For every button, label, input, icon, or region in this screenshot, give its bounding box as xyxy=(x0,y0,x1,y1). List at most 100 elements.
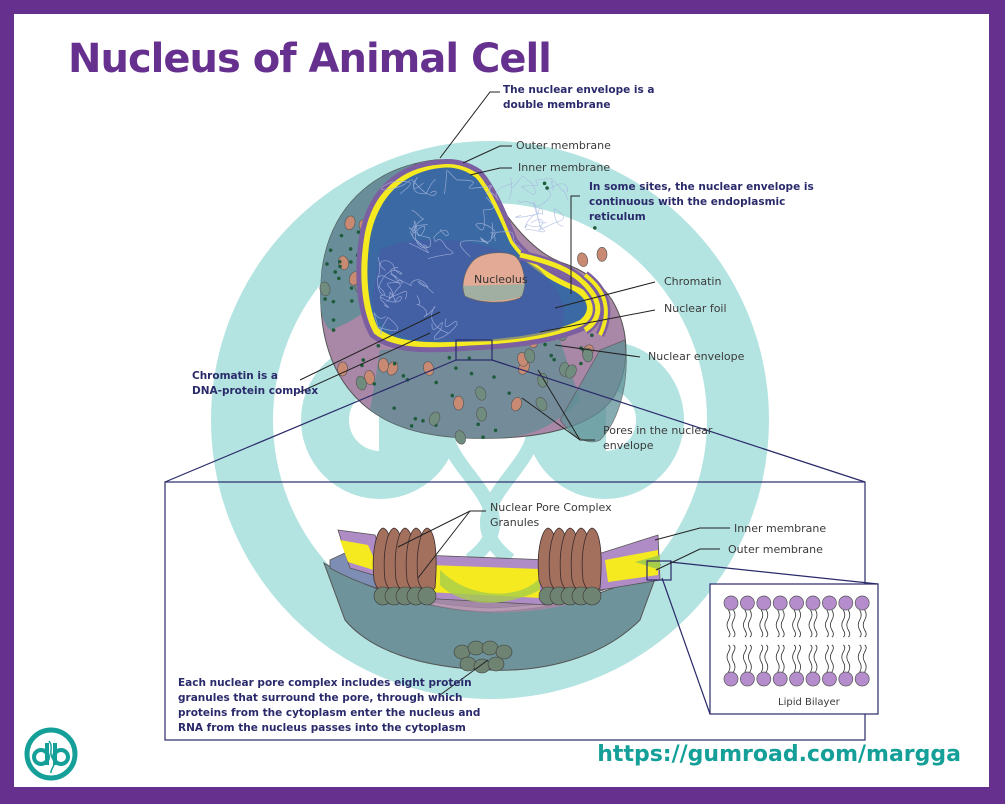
lipid-tail xyxy=(862,609,867,638)
lipid-tail xyxy=(841,609,846,638)
chromatin-thread xyxy=(381,179,424,195)
lipid-tail xyxy=(731,644,736,673)
lipid-tail xyxy=(830,644,834,673)
organelle xyxy=(355,375,367,391)
organelle xyxy=(524,348,536,363)
ribosome-dot xyxy=(549,353,554,358)
lipid-tail xyxy=(743,644,747,673)
ribosome-dot xyxy=(590,333,594,338)
lipid-tail xyxy=(726,609,731,638)
endoplasmic-reticulum xyxy=(518,250,611,337)
page-title: Nucleus of Animal Cell xyxy=(68,36,552,82)
organelle xyxy=(428,411,441,426)
ribosome-dot xyxy=(401,374,406,378)
chromatin-thread xyxy=(536,177,569,202)
ribosome-dot xyxy=(552,357,556,362)
lipid-tail xyxy=(726,644,731,673)
lipid-head-top xyxy=(789,595,804,611)
ribosome-dot xyxy=(421,419,425,423)
ribosome-dot xyxy=(447,355,452,360)
lipid-tail xyxy=(813,609,818,638)
organelle xyxy=(537,372,548,388)
center-granule xyxy=(481,640,499,656)
ribosome-dot xyxy=(331,328,336,332)
ribosome-dot xyxy=(392,406,397,410)
chromatin-thread xyxy=(538,208,564,231)
lipid-head-bottom xyxy=(838,671,854,687)
ribosome-dot xyxy=(372,382,377,386)
pore-granule-lower xyxy=(417,586,437,606)
organelle xyxy=(475,386,487,401)
label-nuclear-envelope: Nuclear envelope xyxy=(648,350,745,363)
ribosome-dot xyxy=(481,435,485,440)
organelle xyxy=(337,361,348,377)
lipid-head-top xyxy=(854,595,870,611)
lipid-head-bottom xyxy=(789,671,804,687)
chromatin-thread xyxy=(524,207,547,229)
chromatin-thread xyxy=(459,222,494,257)
chromatin-thread xyxy=(408,220,428,237)
lipid-tail xyxy=(830,609,834,638)
chromatin-thread xyxy=(512,175,539,195)
lipid-head-top xyxy=(723,595,739,611)
lipid-tail xyxy=(846,609,851,638)
lipid-head-top xyxy=(838,595,854,611)
ribosome-dot xyxy=(338,264,342,269)
ribosome-dot xyxy=(579,361,583,366)
organelle xyxy=(344,215,356,231)
center-granule xyxy=(459,656,477,672)
ribosome-dot xyxy=(350,299,354,303)
chromatin-thread xyxy=(373,312,398,335)
label-outer-membrane-inset: Outer membrane xyxy=(728,543,823,556)
ribosome-dot xyxy=(476,422,480,427)
nucleus xyxy=(356,159,602,353)
lipid-tail xyxy=(797,644,801,673)
pore-granule-lower xyxy=(582,586,602,606)
ribosome-dot xyxy=(542,181,547,186)
organelle xyxy=(454,430,467,445)
ribosome-dot xyxy=(331,318,336,322)
gumroad-url-link[interactable]: https://gumroad.com/margga xyxy=(597,742,961,767)
pore-granules-left xyxy=(372,527,437,606)
chromatin-thread xyxy=(475,196,496,234)
chromatin-thread xyxy=(413,177,437,196)
lipid-tail xyxy=(857,644,862,673)
label-chromatin: Chromatin xyxy=(664,275,722,288)
lipid-head-top xyxy=(756,595,772,611)
lipid-tail xyxy=(764,609,769,638)
lipid-head-top xyxy=(805,595,821,611)
lipid-tail xyxy=(792,644,796,673)
lipid-head-top xyxy=(740,595,755,611)
organelle xyxy=(510,397,523,412)
lipid-tail xyxy=(813,644,818,673)
lipid-head-bottom xyxy=(756,671,772,687)
zoom-connector-lines xyxy=(164,359,879,741)
label-npc-description: Each nuclear pore complex includes eight… xyxy=(178,677,481,734)
lipid-tail xyxy=(748,609,752,638)
ribosome-dot xyxy=(325,262,329,266)
lipid-head-bottom xyxy=(740,671,755,687)
organelle xyxy=(453,395,464,411)
lipid-tail xyxy=(748,644,752,673)
chromatin-thread xyxy=(408,225,429,253)
lipid-tail xyxy=(759,644,764,673)
chromatin-thread xyxy=(444,170,493,195)
label-outer-membrane-top: Outer membrane xyxy=(516,139,611,152)
lipid-head-bottom xyxy=(772,671,788,687)
organelle xyxy=(378,357,389,373)
label-lipid-bilayer: Lipid Bilayer xyxy=(778,697,840,708)
ribosome-dot xyxy=(543,342,547,347)
chromatin-thread xyxy=(515,201,545,233)
ribosome-dot xyxy=(467,356,472,361)
lipid-tail xyxy=(759,609,764,638)
lipid-tail xyxy=(764,644,769,673)
center-granule xyxy=(487,656,505,672)
center-granule xyxy=(467,640,485,656)
ribosome-dot xyxy=(333,270,338,274)
ribosome-dot xyxy=(356,230,361,234)
ribosome-dot xyxy=(323,297,327,301)
lipid-head-bottom xyxy=(822,671,837,687)
lipid-tail xyxy=(862,644,867,673)
